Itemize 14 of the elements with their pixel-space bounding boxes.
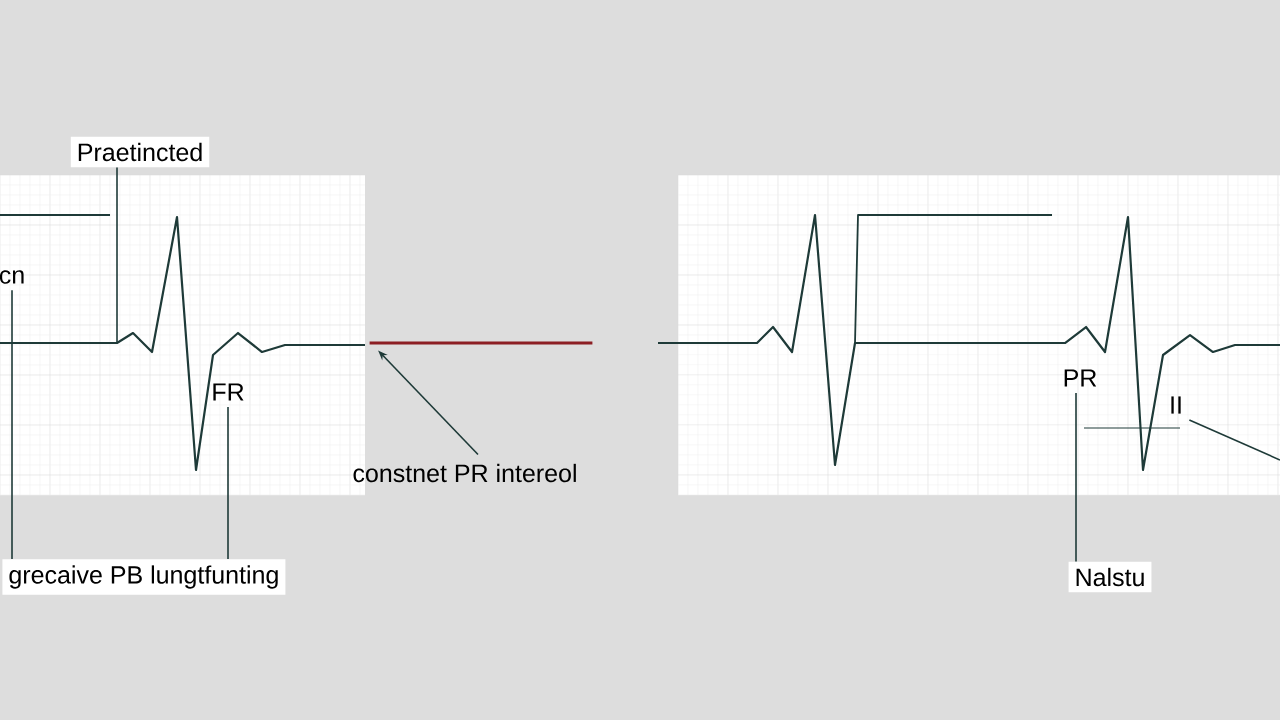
callout-label: FR xyxy=(213,383,244,401)
callout-label: Nalstu xyxy=(1068,561,1152,593)
baseline-line xyxy=(369,341,593,345)
callout-label: II xyxy=(1171,396,1181,414)
leader-line xyxy=(227,406,229,560)
callout-label: cn xyxy=(0,270,24,284)
callout-label: constnet PR intereol xyxy=(353,463,576,483)
leader-line xyxy=(116,166,118,344)
leader-line xyxy=(1075,392,1077,563)
callout-label: grecaive PB lungtfunting xyxy=(2,559,286,595)
leader-line xyxy=(1188,419,1280,461)
callout-label: PR xyxy=(1064,369,1097,387)
callout-label: Praetincted xyxy=(70,136,210,168)
leader-line xyxy=(11,289,13,560)
